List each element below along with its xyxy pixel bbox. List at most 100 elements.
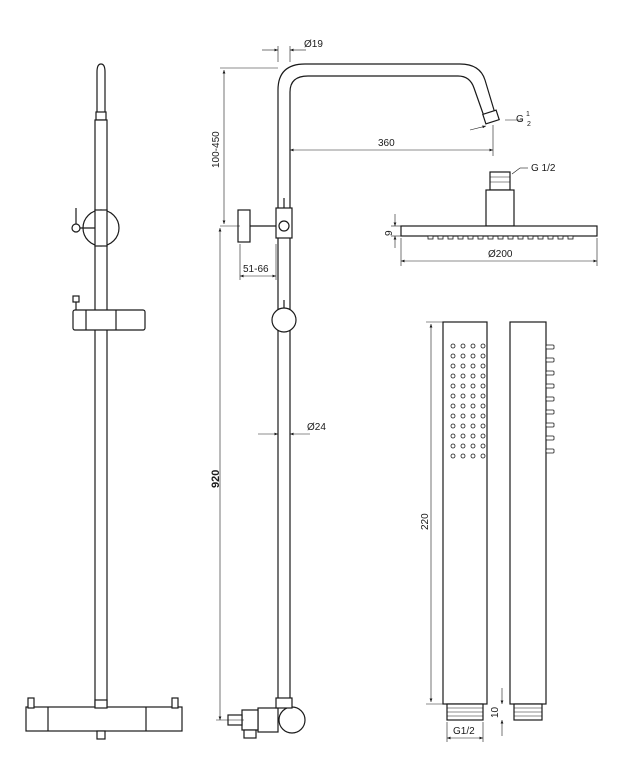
nozzle (480, 343, 486, 349)
handshower-thread-height-label: 10 (490, 706, 501, 718)
side-mixer-body (257, 707, 279, 733)
front-riser-pipe (94, 119, 108, 706)
dim-handshower-length: 220 (420, 321, 443, 705)
hand-shower-nozzle-grid (450, 343, 486, 459)
side-shower-arm-outer (277, 63, 498, 705)
nozzle (460, 383, 466, 389)
nozzle (450, 353, 456, 359)
nozzle (470, 413, 476, 419)
nozzle (480, 423, 486, 429)
nozzle (470, 383, 476, 389)
nozzle (545, 448, 555, 454)
nozzle (460, 453, 466, 459)
nozzle (480, 353, 486, 359)
nozzle (477, 235, 484, 240)
nozzle (460, 353, 466, 359)
nozzle (480, 413, 486, 419)
nozzle (450, 443, 456, 449)
side-mixer-bottom (243, 729, 257, 739)
front-slider (72, 309, 146, 331)
nozzle (545, 422, 555, 428)
dim-arm-thread: G 1 2 (469, 111, 531, 131)
nozzle (470, 453, 476, 459)
nozzle (467, 235, 474, 240)
nozzle (470, 433, 476, 439)
nozzle (450, 363, 456, 369)
handshower-thread-label: G1/2 (453, 726, 475, 737)
nozzle (450, 413, 456, 419)
nozzle (450, 393, 456, 399)
height-adjust-label: 100-450 (211, 131, 222, 168)
total-height-label: 920 (210, 470, 222, 488)
nozzle (450, 373, 456, 379)
nozzle (460, 403, 466, 409)
dim-height-adjust: 100-450 (211, 67, 278, 227)
nozzle (470, 373, 476, 379)
nozzle (470, 443, 476, 449)
dim-handshower-thread: G1/2 (446, 722, 484, 742)
head-thread-label: G 1/2 (531, 163, 556, 174)
nozzle (480, 373, 486, 379)
nozzle (460, 433, 466, 439)
nozzle (470, 403, 476, 409)
nozzle (545, 344, 555, 350)
nozzle (460, 443, 466, 449)
side-shower-arm-inner (289, 75, 487, 705)
dim-pipe-diameter: Ø19 (262, 39, 323, 62)
front-mixer-connector (94, 699, 108, 709)
hand-shower-side (509, 321, 555, 721)
arm-thread-den: 2 (527, 121, 531, 128)
head-nozzles (427, 235, 574, 240)
head-thickness-label: 9 (384, 230, 395, 236)
hand-shower-front (442, 321, 488, 721)
nozzle (427, 235, 434, 240)
nozzle (470, 353, 476, 359)
rail-diameter-label: Ø24 (307, 422, 326, 433)
front-mixer-body (25, 706, 183, 732)
handshower-length-label: 220 (420, 513, 431, 530)
head-thread-leader-a (511, 167, 521, 175)
nozzle (545, 370, 555, 376)
front-holder-knob (71, 223, 81, 233)
nozzle (450, 403, 456, 409)
side-view (227, 63, 500, 739)
nozzle (547, 235, 554, 240)
nozzle (537, 235, 544, 240)
arm-thread-label: G (516, 114, 524, 125)
head-thread-fitting (489, 171, 511, 191)
front-riser-pipe-overlay (94, 209, 108, 247)
front-mixer-leg-right (171, 697, 179, 709)
side-arm-nozzle (482, 109, 500, 125)
dim-handshower-thread-height: 10 (490, 688, 504, 736)
side-holder-knob (278, 220, 290, 232)
shower-head-view: G 1/2 9 Ø200 (384, 163, 598, 266)
front-rod-joint (95, 111, 107, 121)
hand-shower-side-body (509, 321, 547, 705)
side-mixer-connector (275, 697, 293, 709)
front-mixer-outlet (96, 730, 106, 740)
dim-mixer-offset: 51-66 (239, 244, 277, 280)
hand-shower-side-nozzles (545, 344, 555, 454)
nozzle (447, 235, 454, 240)
dim-total-height: 920 (210, 228, 244, 721)
nozzle (470, 363, 476, 369)
hand-shower-body (442, 321, 488, 705)
nozzle (487, 235, 494, 240)
nozzle (517, 235, 524, 240)
nozzle (460, 373, 466, 379)
nozzle (480, 443, 486, 449)
nozzle (450, 383, 456, 389)
nozzle (470, 393, 476, 399)
nozzle (507, 235, 514, 240)
head-diameter-label: Ø200 (488, 249, 513, 260)
nozzle (480, 393, 486, 399)
nozzle (480, 403, 486, 409)
nozzle (460, 363, 466, 369)
front-view (25, 63, 183, 740)
nozzle (545, 409, 555, 415)
pipe-diameter-label: Ø19 (304, 39, 323, 50)
side-mixer-nut (241, 709, 259, 731)
dim-arm-length: 360 (290, 125, 494, 156)
head-connector (485, 189, 515, 227)
nozzle (460, 393, 466, 399)
